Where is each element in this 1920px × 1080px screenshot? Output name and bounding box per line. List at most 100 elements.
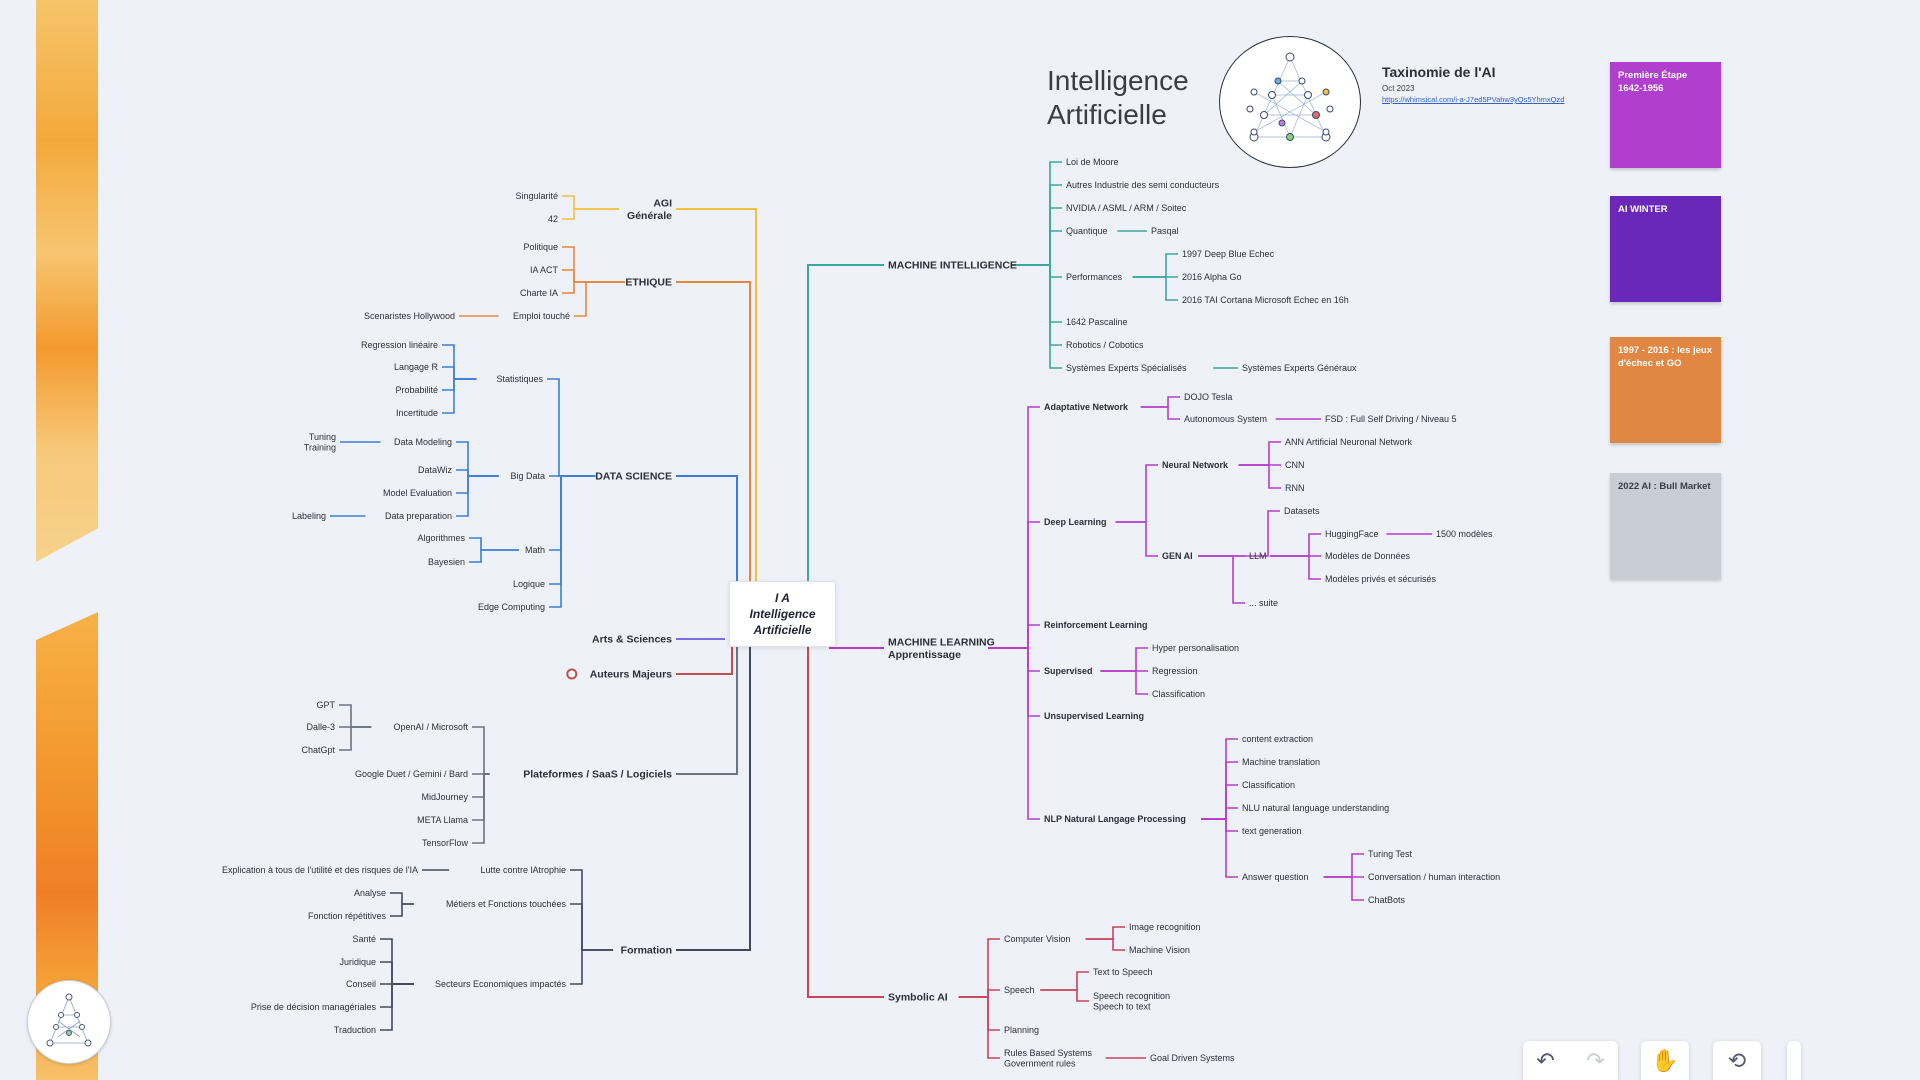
branch-ethique[interactable]: ETHIQUE xyxy=(625,277,672,289)
node-neural-network[interactable]: Neural Network xyxy=(1162,460,1229,470)
node-1500-mod-les[interactable]: 1500 modèles xyxy=(1436,529,1493,539)
node-conversation-human-interaction[interactable]: Conversation / human interaction xyxy=(1368,872,1500,882)
node-datasets[interactable]: Datasets xyxy=(1284,506,1320,516)
node-quantique[interactable]: Quantique xyxy=(1066,226,1108,236)
node-scenaristes-hollywood[interactable]: Scenaristes Hollywood xyxy=(364,311,455,321)
node-suite[interactable]: ... suite xyxy=(1249,598,1278,608)
node-syst-mes-experts-g-n-raux[interactable]: Systèmes Experts Généraux xyxy=(1242,363,1357,373)
branch-symbolic-ai[interactable]: Symbolic AI xyxy=(888,992,948,1004)
node-deep-learning[interactable]: Deep Learning xyxy=(1044,517,1107,527)
node-supervised[interactable]: Supervised xyxy=(1044,666,1093,676)
node-image-recognition[interactable]: Image recognition xyxy=(1129,922,1201,932)
sticky-note-4[interactable]: 2022 AI : Bull Market xyxy=(1610,473,1721,579)
node-dojo-tesla[interactable]: DOJO Tesla xyxy=(1184,392,1232,402)
node-rnn[interactable]: RNN xyxy=(1285,483,1305,493)
node-fsd-full-self-driving-niveau-5[interactable]: FSD : Full Self Driving / Niveau 5 xyxy=(1325,414,1457,424)
node-meta-llama[interactable]: META Llama xyxy=(417,815,468,825)
node-statistiques[interactable]: Statistiques xyxy=(496,374,543,384)
node-nlu-natural-language-understanding[interactable]: NLU natural language understanding xyxy=(1242,803,1389,813)
node-math[interactable]: Math xyxy=(525,545,545,555)
node-sant[interactable]: Santé xyxy=(352,934,376,944)
node-conseil[interactable]: Conseil xyxy=(346,979,376,989)
node-machine-translation[interactable]: Machine translation xyxy=(1242,757,1320,767)
node-ann-artificial-neuronal-network[interactable]: ANN Artificial Neuronal Network xyxy=(1285,437,1413,447)
node-langage-r[interactable]: Langage R xyxy=(394,362,439,372)
node-hyper-personalisation[interactable]: Hyper personalisation xyxy=(1152,643,1239,653)
node-chatgpt[interactable]: ChatGpt xyxy=(301,745,335,755)
node-prise-de-d-cision-manag-riales[interactable]: Prise de décision managériales xyxy=(251,1002,377,1012)
node-performances[interactable]: Performances xyxy=(1066,272,1123,282)
node-planning[interactable]: Planning xyxy=(1004,1025,1039,1035)
node-autres-industrie-des-semi-conducteurs[interactable]: Autres Industrie des semi conducteurs xyxy=(1066,180,1220,190)
branch-plateformes-saas-logiciels[interactable]: Plateformes / SaaS / Logiciels xyxy=(523,769,672,781)
node-nlp-natural-langage-processing[interactable]: NLP Natural Langage Processing xyxy=(1044,814,1186,824)
node-autonomous-system[interactable]: Autonomous System xyxy=(1184,414,1267,424)
history-icon[interactable]: ⟲ xyxy=(1727,1047,1747,1073)
node-computer-vision[interactable]: Computer Vision xyxy=(1004,934,1070,944)
node-incertitude[interactable]: Incertitude xyxy=(396,408,438,418)
node-classification[interactable]: Classification xyxy=(1152,689,1205,699)
node-text-to-speech[interactable]: Text to Speech xyxy=(1093,967,1153,977)
node-explication-tous-de-l-utilit-et-des-risq[interactable]: Explication à tous de l'utilité et des r… xyxy=(222,865,418,875)
node-machine-vision[interactable]: Machine Vision xyxy=(1129,945,1190,955)
node-classification[interactable]: Classification xyxy=(1242,780,1295,790)
node-emploi-touch[interactable]: Emploi touché xyxy=(513,311,570,321)
avatar[interactable] xyxy=(27,980,111,1064)
node-loi-de-moore[interactable]: Loi de Moore xyxy=(1066,157,1119,167)
node-data-modeling[interactable]: Data Modeling xyxy=(394,437,452,447)
node-adaptative-network[interactable]: Adaptative Network xyxy=(1044,402,1129,412)
node-gen-ai[interactable]: GEN AI xyxy=(1162,551,1193,561)
sticky-note-1[interactable]: Première Étape 1642-1956 xyxy=(1610,62,1721,168)
more-toolbar[interactable] xyxy=(1787,1041,1801,1080)
node-charte-ia[interactable]: Charte IA xyxy=(520,288,558,298)
branch-machine-intelligence[interactable]: MACHINE INTELLIGENCE xyxy=(888,260,1017,272)
branch-auteurs-majeurs[interactable]: Auteurs Majeurs xyxy=(590,669,672,681)
node-google-duet-gemini-bard[interactable]: Google Duet / Gemini / Bard xyxy=(355,769,468,779)
redo-icon[interactable]: ↷ xyxy=(1586,1047,1605,1073)
branch-formation[interactable]: Formation xyxy=(621,945,672,957)
sticky-note-2[interactable]: AI WINTER xyxy=(1610,196,1721,302)
node-tensorflow[interactable]: TensorFlow xyxy=(422,838,469,848)
node-ia-act[interactable]: IA ACT xyxy=(530,265,559,275)
sticky-note-3[interactable]: 1997 - 2016 : les jeux d'échec et GO xyxy=(1610,337,1721,443)
node-fonction-r-p-titives[interactable]: Fonction répétitives xyxy=(308,911,387,921)
node-traduction[interactable]: Traduction xyxy=(334,1025,376,1035)
node-juridique[interactable]: Juridique xyxy=(339,957,376,967)
node-1642-pascaline[interactable]: 1642 Pascaline xyxy=(1066,317,1128,327)
node-analyse[interactable]: Analyse xyxy=(354,888,386,898)
node-42[interactable]: 42 xyxy=(548,214,558,224)
node-politique[interactable]: Politique xyxy=(523,242,558,252)
node-secteurs-economiques-impact-s[interactable]: Secteurs Economiques impactés xyxy=(435,979,567,989)
node-speech[interactable]: Speech xyxy=(1004,985,1035,995)
node-singularit[interactable]: Singularité xyxy=(515,191,558,201)
node-lutte-contre-latrophie[interactable]: Lutte contre lAtrophie xyxy=(480,865,566,875)
node-datawiz[interactable]: DataWiz xyxy=(418,465,453,475)
node-bayesien[interactable]: Bayesien xyxy=(428,557,465,567)
node-robotics-cobotics[interactable]: Robotics / Cobotics xyxy=(1066,340,1144,350)
node-midjourney[interactable]: MidJourney xyxy=(421,792,468,802)
node-regression-lin-aire[interactable]: Regression linéaire xyxy=(361,340,438,350)
node-answer-question[interactable]: Answer question xyxy=(1242,872,1309,882)
node-dalle-3[interactable]: Dalle-3 xyxy=(306,722,335,732)
node-huggingface[interactable]: HuggingFace xyxy=(1325,529,1379,539)
node-chatbots[interactable]: ChatBots xyxy=(1368,895,1406,905)
node-cnn[interactable]: CNN xyxy=(1285,460,1305,470)
node-m-tiers-et-fonctions-touch-es[interactable]: Métiers et Fonctions touchées xyxy=(446,899,567,909)
node-2016-tai-cortana-microsoft-echec-en-16h[interactable]: 2016 TAI Cortana Microsoft Echec en 16h xyxy=(1182,295,1349,305)
node-unsupervised-learning[interactable]: Unsupervised Learning xyxy=(1044,711,1144,721)
node-model-evaluation[interactable]: Model Evaluation xyxy=(383,488,452,498)
node-turing-test[interactable]: Turing Test xyxy=(1368,849,1413,859)
node-edge-computing[interactable]: Edge Computing xyxy=(478,602,545,612)
node-llm[interactable]: LLM xyxy=(1249,551,1267,561)
node-pasqal[interactable]: Pasqal xyxy=(1151,226,1179,236)
node-content-extraction[interactable]: content extraction xyxy=(1242,734,1313,744)
node-syst-mes-experts-sp-cialis-s[interactable]: Systèmes Experts Spécialisés xyxy=(1066,363,1187,373)
node-data-preparation[interactable]: Data preparation xyxy=(385,511,452,521)
info-link[interactable]: https://whimsical.com/i-a-J7ed5PVahw3yQs… xyxy=(1382,95,1565,104)
branch-data-science[interactable]: DATA SCIENCE xyxy=(595,471,672,483)
node-algorithmes[interactable]: Algorithmes xyxy=(417,533,465,543)
node-gpt[interactable]: GPT xyxy=(316,700,335,710)
